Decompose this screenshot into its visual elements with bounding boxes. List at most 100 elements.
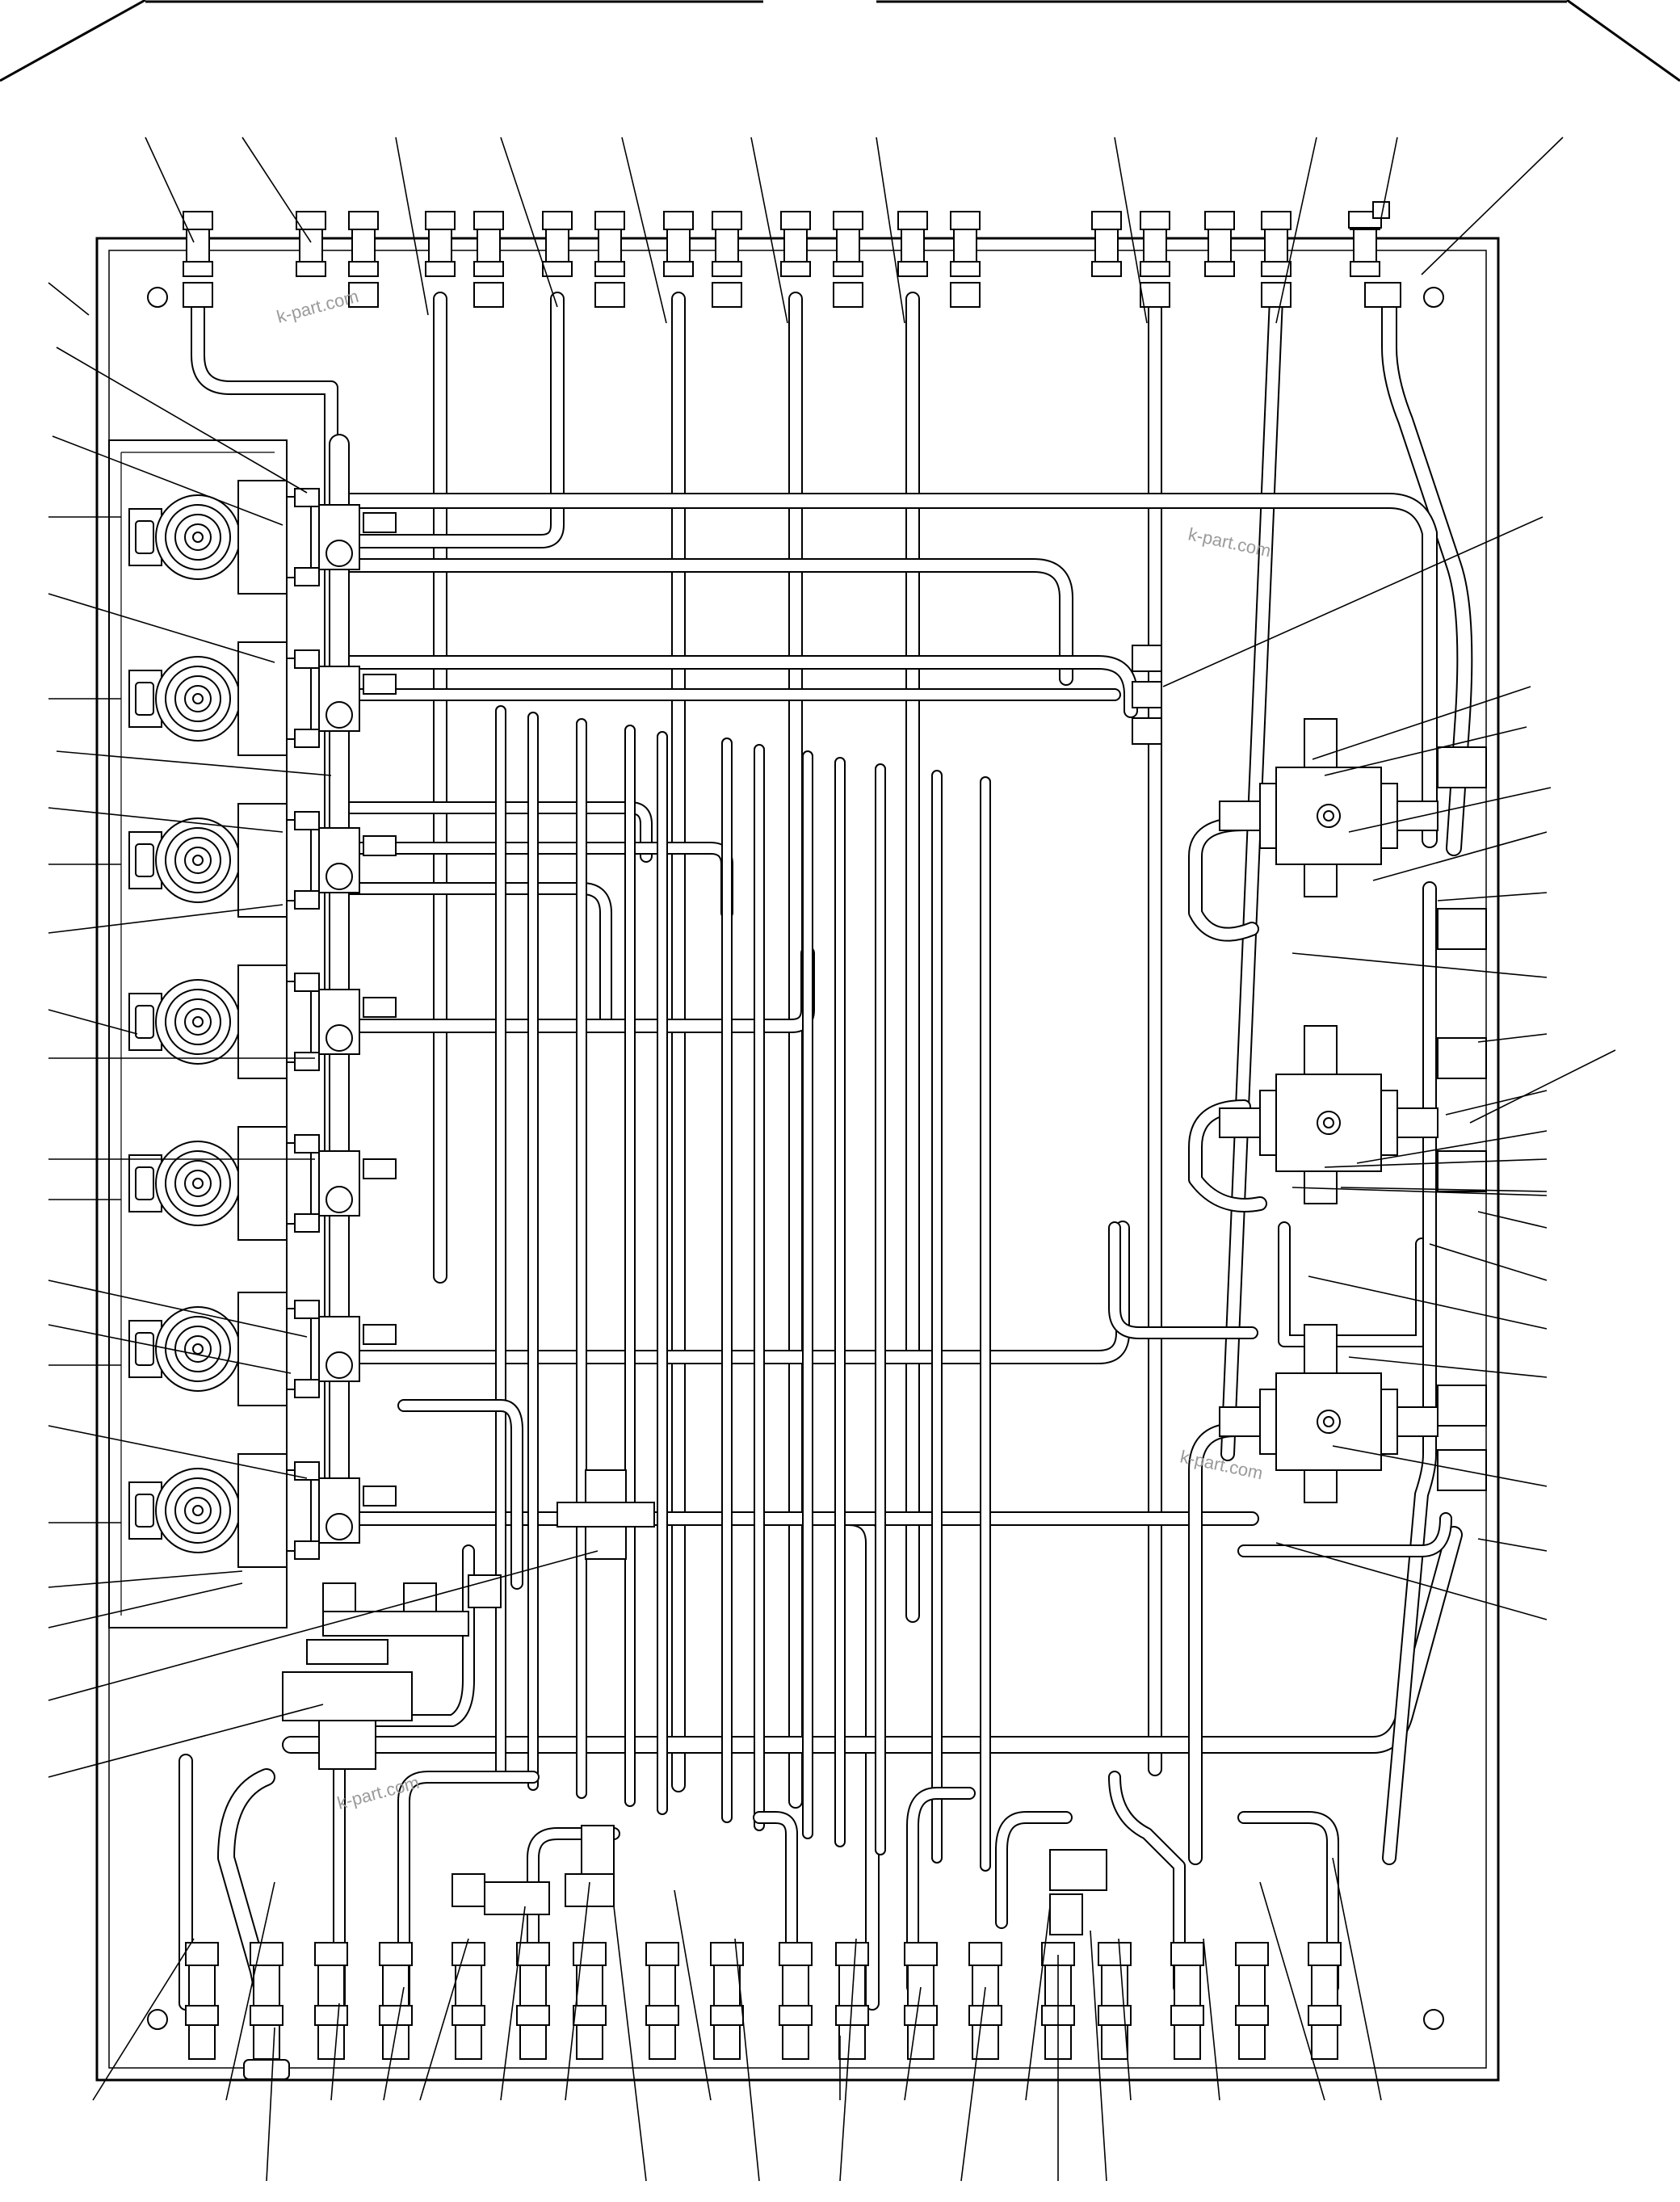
- mount-holes: [147, 287, 1444, 2030]
- leader-line: [960, 1986, 986, 2182]
- bottom-fitting-row: [185, 1942, 1342, 2080]
- leader-line: [1477, 1211, 1548, 1229]
- leader-line: [1292, 952, 1548, 978]
- bottom-fitting-nut: [779, 1942, 813, 1966]
- elbow-fitting-nut: [1049, 1893, 1083, 1935]
- bottom-fitting-nut: [573, 1942, 607, 1966]
- solenoid-connector-pin: [135, 843, 154, 877]
- leader-line: [48, 1425, 308, 1479]
- pipe-fill: [1383, 292, 1472, 855]
- leader-line: [330, 2002, 340, 2101]
- leader-line: [1312, 686, 1531, 760]
- manifold-port: [326, 701, 353, 729]
- bottom-fitting-body: [576, 1965, 603, 2007]
- bottom-fitting-nut: [185, 1942, 219, 1966]
- bottom-fitting-stub: [576, 2024, 603, 2060]
- top-fitting-nut: [183, 282, 213, 308]
- top-fitting-nut: [833, 211, 863, 230]
- mount-hole: [147, 287, 168, 308]
- inline-fitting: [322, 1582, 356, 1616]
- leader-line: [1356, 1130, 1548, 1164]
- top-fitting-nut: [712, 282, 742, 308]
- pipe-fill: [1110, 1223, 1257, 1338]
- leader-line: [1118, 1938, 1132, 2101]
- bottom-fitting-nut: [904, 1942, 938, 1966]
- bottom-fitting-body: [317, 1965, 345, 2007]
- bottom-fitting-stub: [649, 2024, 676, 2060]
- leader-line: [1275, 137, 1317, 324]
- leader-line: [383, 1986, 405, 2101]
- vertical-union: [581, 1825, 615, 1875]
- leader-line: [565, 1881, 590, 2101]
- top-fitting-body: [666, 229, 691, 263]
- leader-line: [56, 750, 332, 776]
- bottom-fitting-collar: [904, 2005, 938, 2026]
- inline-fitting: [1132, 717, 1162, 745]
- solenoid-port-nut: [294, 811, 320, 830]
- leader-line: [145, 137, 195, 243]
- leader-line: [1437, 892, 1548, 901]
- small-union: [484, 1881, 550, 1915]
- bottom-fitting-collar: [710, 2005, 744, 2026]
- leader-line: [1025, 1906, 1051, 2101]
- small-elbow: [452, 1873, 485, 1907]
- top-fitting-body: [1353, 229, 1377, 263]
- leader-line: [1372, 831, 1548, 881]
- misc-fittings: [282, 645, 1162, 1935]
- manifold-fitting: [363, 1158, 397, 1179]
- leader-line: [1324, 1158, 1548, 1168]
- solenoid-connector-pin: [135, 1005, 154, 1039]
- leader-line: [1477, 1033, 1548, 1043]
- pipe-fill: [1239, 1813, 1338, 1992]
- leader-line: [48, 1582, 243, 1628]
- leader-line: [876, 137, 905, 324]
- solenoid-connector-pin: [135, 1332, 154, 1366]
- tee-fitting: [1437, 1037, 1487, 1079]
- solenoid-port-nut: [294, 1052, 320, 1071]
- top-fitting-collar: [1261, 261, 1292, 277]
- top-fitting-nut: [950, 211, 981, 230]
- bottom-fitting-nut: [835, 1942, 869, 1966]
- top-fitting-nut: [425, 211, 456, 230]
- manifold-port: [326, 1351, 353, 1379]
- leader-line: [1348, 787, 1552, 833]
- bottom-fitting-collar: [185, 2005, 219, 2026]
- bottom-fitting-collar: [452, 2005, 485, 2026]
- solenoid-valve-body: [237, 964, 288, 1079]
- top-fitting-collar: [712, 261, 742, 277]
- top-fitting-body: [836, 229, 860, 263]
- bottom-fitting-nut: [250, 1942, 284, 1966]
- leader-line: [52, 435, 284, 526]
- solenoid-port-nut: [294, 1213, 320, 1233]
- pipe-fill: [997, 1813, 1071, 1927]
- leader-line: [904, 1986, 922, 2101]
- solenoid-valve-block: [286, 819, 312, 901]
- bottom-fitting-body: [782, 1965, 809, 2007]
- bottom-fitting-collar: [1308, 2005, 1342, 2026]
- leader-line: [48, 282, 90, 316]
- bottom-fitting-stub: [972, 2024, 999, 2060]
- manifold-port: [326, 1024, 353, 1052]
- top-fitting-nut: [594, 211, 625, 230]
- bottom-fitting-nut: [968, 1942, 1002, 1966]
- solenoid-connector-pin: [135, 520, 154, 554]
- valve-bottom-fitting: [1304, 864, 1338, 897]
- tee-fitting: [1437, 1150, 1487, 1192]
- leader-line: [48, 1704, 324, 1778]
- leader-line: [48, 1324, 292, 1374]
- top-fitting-body: [1143, 229, 1167, 263]
- mount-hole: [1423, 2009, 1444, 2030]
- top-fitting-body: [783, 229, 808, 263]
- valve-fitting-nut: [1396, 801, 1438, 831]
- solenoid-port-nut: [294, 1461, 320, 1481]
- leader-line: [1348, 1356, 1548, 1378]
- top-fitting-nut: [712, 211, 742, 230]
- directional-valve-port-core: [1323, 1416, 1334, 1427]
- top-fitting-collar: [296, 261, 326, 277]
- leader-line: [48, 1009, 138, 1035]
- leader-line: [1429, 1243, 1548, 1281]
- tee-fitting: [1437, 908, 1487, 950]
- bottom-fitting-body: [972, 1965, 999, 2007]
- leader-line: [395, 137, 429, 316]
- pipe-fill: [1279, 1223, 1426, 1346]
